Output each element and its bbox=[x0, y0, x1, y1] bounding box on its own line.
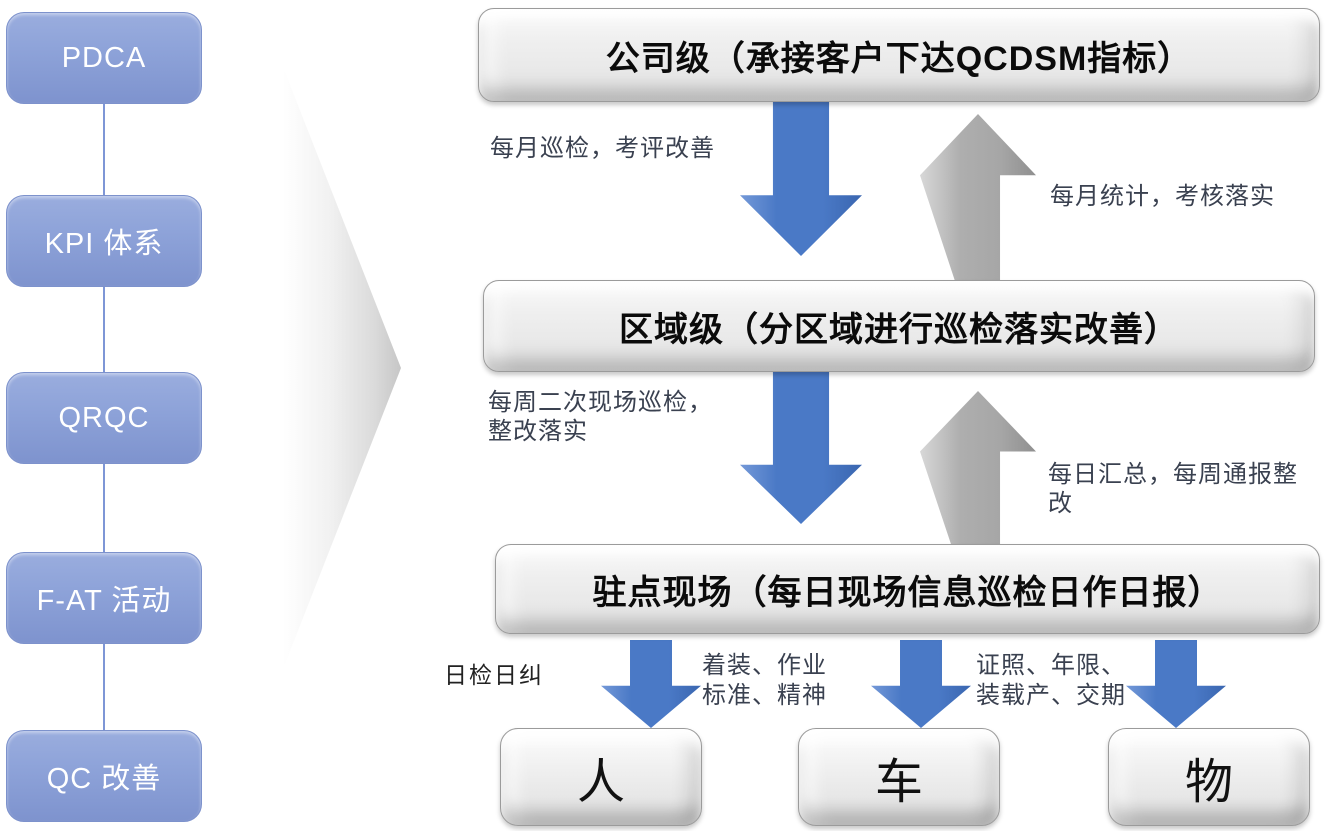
left-item-pdca: PDCA bbox=[6, 12, 202, 104]
down-arrow-to-vehicle-icon bbox=[871, 640, 971, 728]
up-arrow-region-to-company-icon bbox=[920, 114, 1036, 284]
arrow-shape bbox=[1126, 640, 1226, 728]
left-item-qc: QC 改善 bbox=[6, 730, 202, 822]
left-item-label: KPI 体系 bbox=[44, 228, 164, 260]
left-item-kpi: KPI 体系 bbox=[6, 195, 202, 287]
arrow-shape bbox=[740, 96, 862, 256]
arrow-shape bbox=[920, 114, 1036, 284]
monthly-inspection-label: 每月巡检，考评改善 bbox=[490, 135, 715, 162]
region-level-title: 区域级（分区域进行巡检落实改善） bbox=[619, 310, 1179, 349]
left-item-qrqc: QRQC bbox=[6, 372, 202, 464]
down-arrow-region-to-site-icon bbox=[740, 368, 862, 524]
target-box-vehicle: 车 bbox=[798, 728, 1000, 826]
up-arrow-site-to-region-icon bbox=[920, 391, 1036, 559]
funnel-triangle-icon bbox=[283, 67, 401, 669]
target-box-goods: 物 bbox=[1108, 728, 1310, 826]
arrow-shape bbox=[601, 640, 701, 728]
target-box-person: 人 bbox=[500, 728, 702, 826]
region-level-bar: 区域级（分区域进行巡检落实改善） bbox=[483, 280, 1315, 372]
left-item-label: PDCA bbox=[61, 41, 147, 74]
left-item-label: QRQC bbox=[58, 401, 150, 434]
weekly-inspection-label: 每周二次现场巡检， 整改落实 bbox=[488, 389, 713, 445]
vehicle-criteria-label: 证照、年限、 装载产、交期 bbox=[976, 652, 1126, 709]
target-label: 物 bbox=[1184, 756, 1233, 809]
company-level-title: 公司级（承接客户下达QCDSM指标） bbox=[605, 39, 1193, 78]
arrow-shape bbox=[871, 640, 971, 728]
down-arrow-company-to-region-icon bbox=[740, 96, 862, 256]
left-item-fat: F-AT 活动 bbox=[6, 552, 202, 644]
arrow-shape bbox=[740, 368, 862, 524]
daily-summary-label: 每日汇总，每周通报整 改 bbox=[1048, 461, 1298, 517]
monthly-statistics-label: 每月统计，考核落实 bbox=[1050, 183, 1275, 210]
left-item-label: QC 改善 bbox=[46, 763, 162, 795]
down-arrow-to-goods-icon bbox=[1126, 640, 1226, 728]
target-label: 车 bbox=[874, 756, 923, 809]
site-level-bar: 驻点现场（每日现场信息巡检日作日报） bbox=[495, 544, 1320, 634]
people-criteria-label: 着装、作业 标准、精神 bbox=[702, 652, 827, 709]
arrow-shape bbox=[920, 391, 1036, 559]
site-level-title: 驻点现场（每日现场信息巡检日作日报） bbox=[592, 573, 1223, 612]
target-label: 人 bbox=[576, 756, 625, 809]
daily-check-label: 日检日纠 bbox=[444, 663, 544, 689]
company-level-bar: 公司级（承接客户下达QCDSM指标） bbox=[478, 8, 1320, 102]
left-item-label: F-AT 活动 bbox=[36, 585, 172, 617]
down-arrow-to-person-icon bbox=[601, 640, 701, 728]
